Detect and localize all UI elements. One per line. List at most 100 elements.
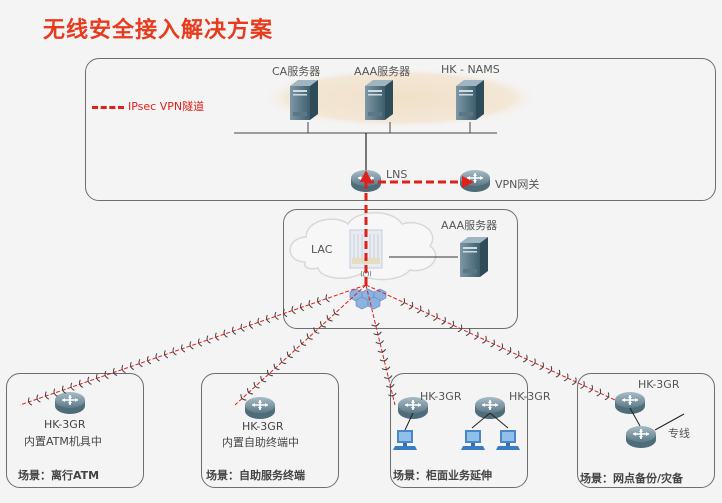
wave-mark [465,328,471,337]
wave-mark [104,370,109,380]
wave-mark [482,335,487,344]
wave-mark [215,332,220,341]
wave-mark [247,388,253,395]
counter-pc-2-icon [461,430,485,450]
wave-mark [232,326,237,335]
wave-mark [523,354,528,363]
wave-mark [28,397,33,406]
wave-mark [79,379,84,388]
wave-mark [62,385,67,394]
access-aaa-label: AAA服务器 [441,219,498,232]
wave-mark [257,317,262,326]
wave-mark [313,327,320,334]
lac-label: LAC [311,243,333,256]
wave-mark [266,314,271,323]
wave-mark [306,333,313,340]
scene-label-atm: 场景：离行ATM [18,469,100,482]
wave-mark [506,347,512,355]
wave-mark [433,313,438,321]
wave-mark [572,377,577,386]
aaa-server-icon [365,80,393,120]
counter-router-2-icon [474,396,506,420]
wave-mark [274,311,279,321]
wave-mark [580,380,585,389]
wave-mark [206,335,211,344]
backup-router-1-icon [614,391,646,415]
wave-mark [416,305,422,314]
svg-text:((·)): ((·)) [360,271,371,278]
wave-mark [260,375,267,383]
legend-label: IPsec VPN隧道 [128,100,205,113]
wave-mark [588,384,593,393]
counter-pc-1-icon [393,430,417,450]
ca-server-label: CA服务器 [272,65,321,78]
wave-mark [375,340,384,344]
scenario-box-atm [6,373,144,488]
wave-mark [181,344,186,353]
wave-mark [138,358,143,368]
backup-router-2-icon [625,425,657,449]
scene-label-counter: 场景：柜面业务延伸 [393,469,492,482]
atm-desc: 内置ATM机具中 [24,435,102,448]
scenario-box-counter [390,373,528,488]
page-title: 无线安全接入解决方案 [43,18,274,43]
wireless-cluster-icon [349,288,387,310]
wave-mark [514,350,520,359]
wave-mark [121,364,126,374]
wave-mark [457,324,463,333]
wave-mark [198,338,203,347]
wave-mark [326,315,333,322]
nams-server-label: HK - NAMS [441,63,500,76]
wave-mark [300,302,305,312]
wave-mark [96,373,101,382]
wave-mark [253,381,260,389]
wave-mark [490,339,495,348]
wave-mark [240,394,247,401]
wave-mark [189,341,194,350]
wave-mark [172,347,177,356]
wave-mark [273,363,280,371]
counter-pc-3-icon [496,430,520,450]
legend-dash-icon [92,105,124,109]
ipsec-tunnel [364,176,464,285]
wave-mark [70,382,75,391]
wave-mark [408,301,414,310]
wave-mark [449,320,455,329]
wave-mark [147,356,152,365]
wave-mark [604,392,610,401]
wave-mark [113,367,118,377]
ca-server-icon [290,80,318,120]
wave-mark [300,339,307,346]
wave-mark [36,394,41,403]
counter-device-2-label: HK-3GR [509,390,551,403]
counter-device-1-label: HK-3GR [420,390,462,403]
self-service-desc: 内置自助终端中 [222,436,299,449]
wave-mark [45,391,50,400]
wave-mark [379,357,389,362]
wave-mark [223,329,228,338]
vpn-gateway-label: VPN网关 [495,178,540,191]
wave-mark [373,331,382,336]
wave-mark [386,383,395,388]
scene-label-backup: 场景：网点备份/灾备 [580,472,684,485]
wave-mark [539,362,544,371]
wave-mark [291,305,296,315]
wave-mark [320,321,326,328]
wave-mark [531,358,536,367]
scenario-box-backup [577,373,715,488]
aaa-server-label: AAA服务器 [354,65,411,78]
wave-mark [555,369,561,378]
wireless-wave-marks [28,294,610,406]
wave-mark [441,316,446,325]
scenario-box-self-service [201,373,339,488]
wave-mark [371,322,380,327]
atm-router-icon [54,391,86,415]
wave-mark [317,297,322,306]
wave-mark [547,365,553,374]
self-service-router-icon [244,396,276,420]
wave-mark [87,376,92,385]
wireless-links [19,284,616,406]
wave-mark [325,294,330,303]
wave-mark [266,369,273,377]
